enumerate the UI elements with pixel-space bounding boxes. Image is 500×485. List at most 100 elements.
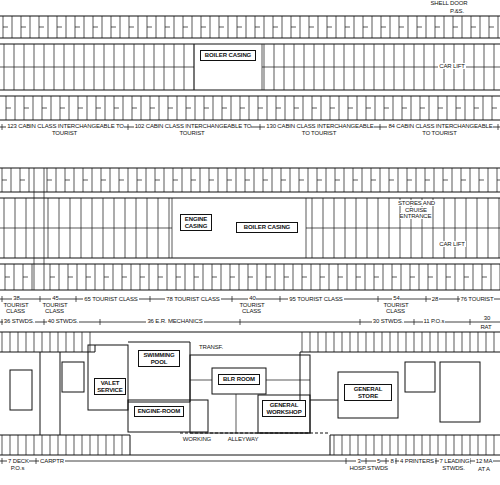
partition-line bbox=[262, 44, 263, 90]
partition-line bbox=[470, 435, 471, 455]
partition-line bbox=[86, 277, 91, 278]
deck-label-box: 54 TOURIST CLASS bbox=[380, 295, 412, 315]
deck-label: 40 STWDS. bbox=[47, 318, 79, 324]
deck-label: 7 DECK P.O.s bbox=[7, 458, 29, 471]
partition-line bbox=[318, 16, 319, 38]
deck-label-box: 130 CABIN CLASS INTERCHANGEABLE TO TOURI… bbox=[262, 123, 377, 136]
room-name: BOILER CASING bbox=[239, 224, 295, 231]
deck-label-box: 8 bbox=[388, 458, 396, 465]
partition-line bbox=[306, 228, 500, 229]
partition-line bbox=[66, 435, 67, 455]
partition-line bbox=[426, 16, 427, 38]
partition-line bbox=[454, 332, 455, 352]
partition-line bbox=[194, 44, 195, 90]
partition-line bbox=[321, 96, 322, 120]
partition-line bbox=[18, 332, 19, 352]
machinery-space bbox=[190, 355, 310, 433]
partition-line bbox=[5, 277, 10, 278]
partition-line bbox=[414, 435, 415, 455]
partition-line bbox=[69, 96, 70, 120]
partition-line bbox=[2, 332, 3, 352]
partition-line bbox=[410, 277, 415, 278]
deck-label: 4 PRINTERS bbox=[399, 458, 435, 464]
deck-label-box: 5 STWDS bbox=[366, 458, 390, 471]
partition-line bbox=[131, 264, 132, 290]
deck-label: 130 CABIN CLASS INTERCHANGEABLE TO TOURI… bbox=[265, 123, 373, 136]
partition-line bbox=[221, 264, 222, 290]
partition-line bbox=[478, 435, 479, 455]
deck-label-box: 7 LEADING STWDS. bbox=[438, 458, 470, 471]
deck-label: CAR LIFT bbox=[438, 63, 465, 69]
partition-line bbox=[192, 16, 193, 38]
partition-line bbox=[302, 277, 307, 278]
partition-line bbox=[209, 180, 214, 181]
partition-line bbox=[58, 435, 59, 455]
partition-line bbox=[33, 96, 34, 120]
partition-line bbox=[50, 332, 51, 352]
partition-line bbox=[478, 332, 479, 352]
partition-line bbox=[194, 44, 195, 90]
partition-line bbox=[429, 96, 430, 120]
partition-line bbox=[358, 435, 359, 455]
partition-line bbox=[34, 435, 35, 455]
partition-line bbox=[42, 332, 43, 352]
partition-line bbox=[348, 108, 353, 109]
partition-line bbox=[347, 264, 348, 290]
partition-line bbox=[366, 458, 367, 464]
partition-line bbox=[42, 108, 47, 109]
partition-line bbox=[350, 435, 351, 455]
partition-line bbox=[384, 108, 389, 109]
partition-line bbox=[357, 96, 358, 120]
partition-line bbox=[303, 96, 304, 120]
partition-line bbox=[237, 27, 242, 28]
partition-line bbox=[498, 16, 499, 38]
partition-line bbox=[42, 435, 43, 455]
deck-label-box: 40 STWDS. bbox=[46, 318, 80, 325]
partition-line bbox=[398, 168, 399, 192]
partition-line bbox=[346, 458, 347, 464]
partition-line bbox=[462, 332, 463, 352]
deck-label: 123 CABIN CLASS INTERCHANGEABLE TO TOURI… bbox=[6, 123, 124, 136]
partition-line bbox=[6, 108, 11, 109]
partition-line bbox=[473, 264, 474, 290]
partition-line bbox=[59, 264, 60, 290]
partition-line bbox=[15, 96, 16, 120]
deck-label-box: 38 TOURIST CLASS bbox=[2, 295, 30, 315]
partition-line bbox=[155, 180, 160, 181]
partition-line bbox=[236, 394, 237, 433]
partition-line bbox=[422, 435, 423, 455]
deck-label: 84 CABIN CLASS INTERCHANGEABLE TO TOURIS… bbox=[387, 123, 492, 136]
partition-line bbox=[390, 435, 391, 455]
partition-line bbox=[382, 332, 383, 352]
partition-line bbox=[470, 319, 471, 325]
deck-label-box: 3 HOSP. bbox=[348, 458, 369, 471]
deck-label-box: WORKING bbox=[180, 436, 214, 443]
partition-line bbox=[396, 458, 397, 464]
deck-label-box: 30 bbox=[480, 315, 494, 322]
partition-line bbox=[66, 332, 67, 352]
partition-line bbox=[82, 435, 83, 455]
partition-line bbox=[342, 332, 343, 352]
deck-label: 102 CABIN CLASS INTERCHANGEABLE TO TOURI… bbox=[134, 123, 252, 136]
partition-line bbox=[200, 168, 201, 192]
partition-line bbox=[436, 458, 437, 464]
partition-line bbox=[488, 168, 489, 192]
deck-label: ALLEYWAY bbox=[227, 436, 259, 442]
partition-line bbox=[470, 332, 471, 352]
dimension-lines bbox=[0, 127, 500, 461]
partition-line bbox=[96, 108, 101, 109]
deck-label-box: CARPTR bbox=[38, 458, 66, 465]
partition-line bbox=[486, 435, 487, 455]
room-box: SWIMMING POOL bbox=[138, 350, 180, 367]
partition-line bbox=[444, 16, 445, 38]
partition-line bbox=[329, 264, 330, 290]
room-name: SWIMMING POOL bbox=[141, 352, 177, 365]
deck-label-box: 76 TOURIST bbox=[458, 296, 496, 303]
partition-line bbox=[164, 168, 165, 192]
partition-line bbox=[416, 168, 417, 192]
partition-line bbox=[267, 96, 268, 120]
partition-line bbox=[414, 332, 415, 352]
partition-line bbox=[110, 168, 111, 192]
partition-line bbox=[50, 435, 51, 455]
